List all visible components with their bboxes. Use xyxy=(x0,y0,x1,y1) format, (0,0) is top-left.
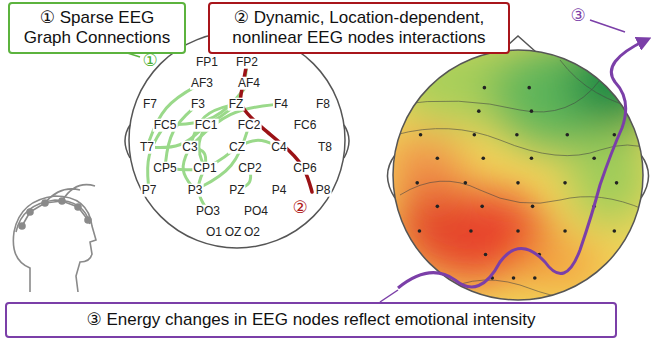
electrode-label: AF3 xyxy=(190,77,214,90)
electrode-dot xyxy=(563,229,567,233)
electrode-label: O2 xyxy=(243,226,261,239)
electrode-dot xyxy=(530,156,534,160)
electrode-dot xyxy=(613,133,617,137)
callout-box: ③ Energy changes in EEG nodes reflect em… xyxy=(5,302,617,338)
callout-box: ② Dynamic, Location-dependent, nonlinear… xyxy=(208,2,510,54)
electrode-label: FP1 xyxy=(195,56,219,69)
heatmap-head xyxy=(430,280,580,300)
callout-number: ① xyxy=(141,52,158,70)
intensity-arrow xyxy=(398,40,646,288)
electrode-dot xyxy=(415,181,419,185)
electrode-label: P4 xyxy=(271,184,288,197)
electrode-label: AF4 xyxy=(237,77,261,90)
leader-lines xyxy=(590,20,625,32)
electrode-label: CZ xyxy=(228,141,246,154)
electrode-label: OZ xyxy=(224,226,243,239)
electrode-label: CP6 xyxy=(292,162,317,175)
electrode-dot xyxy=(613,229,617,233)
scalp-outline xyxy=(129,32,345,248)
electrode-label: T7 xyxy=(139,141,155,154)
electrode-dot xyxy=(473,133,477,137)
electrode-dot xyxy=(436,156,440,160)
heatmap-head xyxy=(395,50,620,112)
heatmap-head xyxy=(400,181,645,210)
callout-text: ③ Energy changes in EEG nodes reflect em… xyxy=(13,310,609,330)
electrode-label: CP1 xyxy=(192,162,217,175)
electrode-dot xyxy=(516,229,520,233)
user-eeg-icon xyxy=(22,201,88,226)
heatmap-head xyxy=(515,240,605,290)
electrode-label: FC1 xyxy=(194,119,219,132)
electrode-dot xyxy=(512,276,516,280)
electrode-label: CP2 xyxy=(237,162,262,175)
electrode-dot xyxy=(418,229,422,233)
graph-connections xyxy=(147,62,281,211)
electrode-dot xyxy=(530,109,534,113)
electrode-label: FC6 xyxy=(293,119,318,132)
electrode-label: T8 xyxy=(317,141,333,154)
electrode-label: PO3 xyxy=(195,205,221,218)
electrode-label: O1 xyxy=(205,226,223,239)
heatmap-head xyxy=(570,35,659,135)
electrode-dot xyxy=(533,276,537,280)
electrode-dot xyxy=(419,133,423,137)
heatmap-head xyxy=(395,50,650,300)
electrode-dots xyxy=(415,86,618,280)
callout-box: ① Sparse EEG Graph Connections xyxy=(8,2,186,54)
electrode-label: C4 xyxy=(270,141,287,154)
heatmap-head xyxy=(385,35,659,304)
electrode-label: P3 xyxy=(187,184,204,197)
electrode-label: P8 xyxy=(315,184,332,197)
electrode-dot xyxy=(464,181,468,185)
electrode-label: F4 xyxy=(273,98,289,111)
electrode-dot xyxy=(531,205,535,209)
electrode-dot xyxy=(563,181,567,185)
callout-number: ③ xyxy=(569,7,586,25)
intensity-arrow xyxy=(398,40,646,288)
graph-connection xyxy=(195,125,249,190)
electrode-label: FP2 xyxy=(235,56,259,69)
electrode-dot xyxy=(484,253,488,257)
electrode-dot xyxy=(481,156,485,160)
leader-lines xyxy=(118,20,625,302)
electrode-dot xyxy=(469,229,473,233)
user-eeg-icon xyxy=(13,196,96,292)
electrode-dot xyxy=(527,86,531,90)
electrode-label: FZ xyxy=(228,98,245,111)
callout-text: ② Dynamic, Location-dependent, nonlinear… xyxy=(216,8,502,48)
electrode-label: PZ xyxy=(228,184,245,197)
electrode-label: F8 xyxy=(315,98,331,111)
electrode-dot xyxy=(615,181,619,185)
electrode-label: PO4 xyxy=(243,205,269,218)
user-eeg-icon xyxy=(13,185,96,292)
heatmap-head xyxy=(385,35,659,290)
leader-lines xyxy=(380,290,398,302)
electrode-label: FC5 xyxy=(153,119,178,132)
electrode-dot xyxy=(565,133,569,137)
heatmap-head xyxy=(393,50,643,300)
heatmap-head xyxy=(385,35,659,304)
electrode-label: F7 xyxy=(142,98,158,111)
electrode-label: CP5 xyxy=(152,162,177,175)
electrode-dot xyxy=(477,109,481,113)
user-eeg-icon xyxy=(45,185,95,203)
electrode-label: FC2 xyxy=(237,119,262,132)
electrode-dot xyxy=(592,156,596,160)
electrode-label: C3 xyxy=(181,141,198,154)
electrode-dot xyxy=(483,86,487,90)
callout-number: ② xyxy=(291,199,308,217)
electrode-dot xyxy=(436,205,440,209)
electrode-label: F3 xyxy=(190,98,206,111)
electrode-dot xyxy=(516,181,520,185)
graph-connection xyxy=(148,125,165,190)
electrode-label: P7 xyxy=(141,184,158,197)
callout-text: ① Sparse EEG Graph Connections xyxy=(16,8,178,48)
heatmap-head xyxy=(395,185,465,265)
heatmap-head xyxy=(560,60,645,110)
scalp-outline xyxy=(125,22,349,248)
electrode-dot xyxy=(480,205,484,209)
electrode-dot xyxy=(515,133,519,137)
user-eeg-icon xyxy=(16,200,90,232)
